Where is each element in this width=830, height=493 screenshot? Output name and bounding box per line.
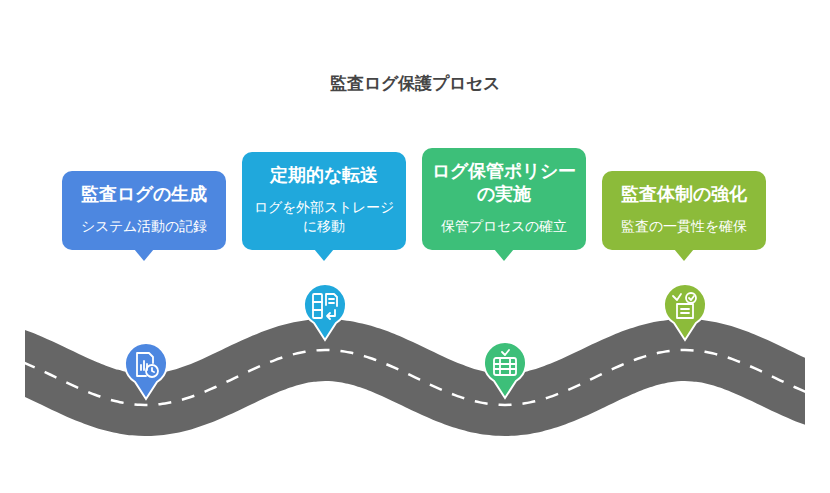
pin-icon (494, 350, 516, 375)
map-pin (304, 284, 346, 340)
step-callout-box: 監査ログの生成システム活動の記録 (62, 171, 226, 250)
pin-marker (664, 284, 706, 340)
pin-icon (673, 293, 696, 318)
pin-marker (304, 284, 346, 340)
step-callout-box: 監査体制の強化監査の一貫性を確保 (602, 171, 766, 250)
callout-pointer (314, 249, 334, 261)
step-heading: 監査体制の強化 (612, 183, 756, 206)
step-heading: ログ保管ポリシーの実施 (432, 160, 576, 205)
pin-marker (125, 343, 167, 399)
step-description: ログを外部ストレージに移動 (252, 198, 396, 236)
map-pin (484, 342, 526, 398)
callout-pointer (494, 249, 514, 261)
pin-icon (313, 294, 337, 319)
map-pin (664, 284, 706, 340)
pin-icon (137, 353, 158, 377)
step-description: 監査の一貫性を確保 (612, 217, 756, 236)
step-description: システム活動の記録 (72, 217, 216, 236)
step-callout-box: 定期的な転送ログを外部ストレージに移動 (242, 152, 406, 250)
step-heading: 監査ログの生成 (72, 183, 216, 206)
step-callout-box: ログ保管ポリシーの実施保管プロセスの確立 (422, 148, 586, 250)
callout-pointer (134, 249, 154, 261)
step-heading: 定期的な転送 (252, 164, 396, 187)
diagram-title: 監査ログ保護プロセス (0, 72, 830, 95)
step-description: 保管プロセスの確立 (432, 217, 576, 236)
map-pin (125, 343, 167, 399)
callout-pointer (674, 249, 694, 261)
pin-marker (484, 342, 526, 398)
